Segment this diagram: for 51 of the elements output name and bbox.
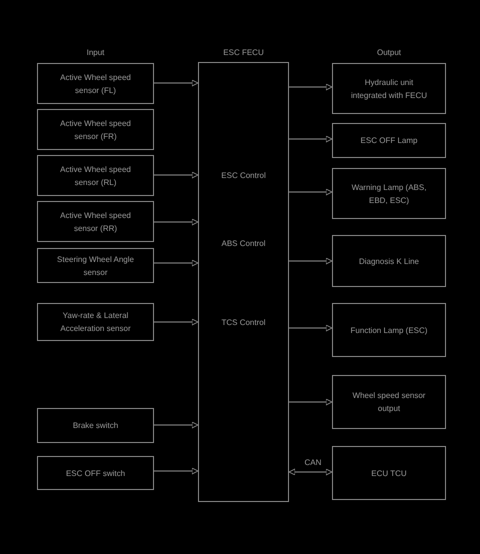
input-box [37, 201, 154, 242]
arrow [154, 468, 198, 474]
edge-label: CAN [302, 459, 324, 467]
arrow [288, 258, 332, 264]
box-label: Diagnosis K Line [358, 256, 420, 268]
box-label: ECU TCU [371, 468, 407, 480]
box-label: ESC OFF switch [66, 468, 126, 480]
box-label: Active Wheel speed sensor (FL) [59, 72, 132, 96]
arrow [154, 422, 198, 428]
arrow [288, 136, 332, 142]
box-label: Active Wheel speed sensor (FR) [59, 118, 132, 142]
arrow [288, 84, 332, 90]
input-box [37, 456, 154, 490]
arrow [288, 324, 332, 332]
arrow [154, 260, 198, 266]
input-box [37, 63, 154, 104]
output-box [332, 375, 446, 429]
arrow [288, 468, 332, 476]
output-box [332, 63, 446, 114]
box-label: Brake switch [72, 420, 118, 432]
box-label: Yaw-rate & Lateral Acceleration sensor [59, 310, 132, 335]
arrow [154, 80, 198, 86]
box-label: ESC OFF Lamp [360, 135, 418, 147]
output-box [332, 446, 446, 500]
control-function: ABS Control [220, 240, 267, 248]
box-label: Hydraulic unit integrated with FECU [350, 76, 428, 102]
box-label: Function Lamp (ESC) [350, 324, 428, 336]
output-box [332, 168, 446, 219]
arrow [154, 172, 198, 178]
output-box [332, 123, 446, 158]
input-box [37, 155, 154, 196]
box-label: Active Wheel speed sensor (RL) [59, 164, 132, 188]
input-box [37, 303, 154, 341]
output-box [332, 235, 446, 287]
column-heading: Output [376, 49, 402, 57]
arrow [288, 188, 332, 196]
output-box [332, 303, 446, 357]
box-label: Wheel speed sensor output [352, 390, 426, 415]
input-box [37, 109, 154, 150]
arrow [154, 218, 198, 226]
box-label: Steering Wheel Angle sensor [56, 254, 135, 278]
box-label: Active Wheel speed sensor (RR) [59, 210, 132, 234]
input-box [37, 248, 154, 283]
arrow [154, 318, 198, 326]
column-heading: Input [86, 49, 106, 57]
box-label: Warning Lamp (ABS, EBD, ESC) [350, 182, 428, 206]
arrow [288, 398, 332, 406]
input-box [37, 408, 154, 443]
ecu-heading: ESC FECU [222, 49, 265, 57]
control-function: ESC Control [220, 172, 267, 180]
control-function: TCS Control [220, 319, 266, 327]
